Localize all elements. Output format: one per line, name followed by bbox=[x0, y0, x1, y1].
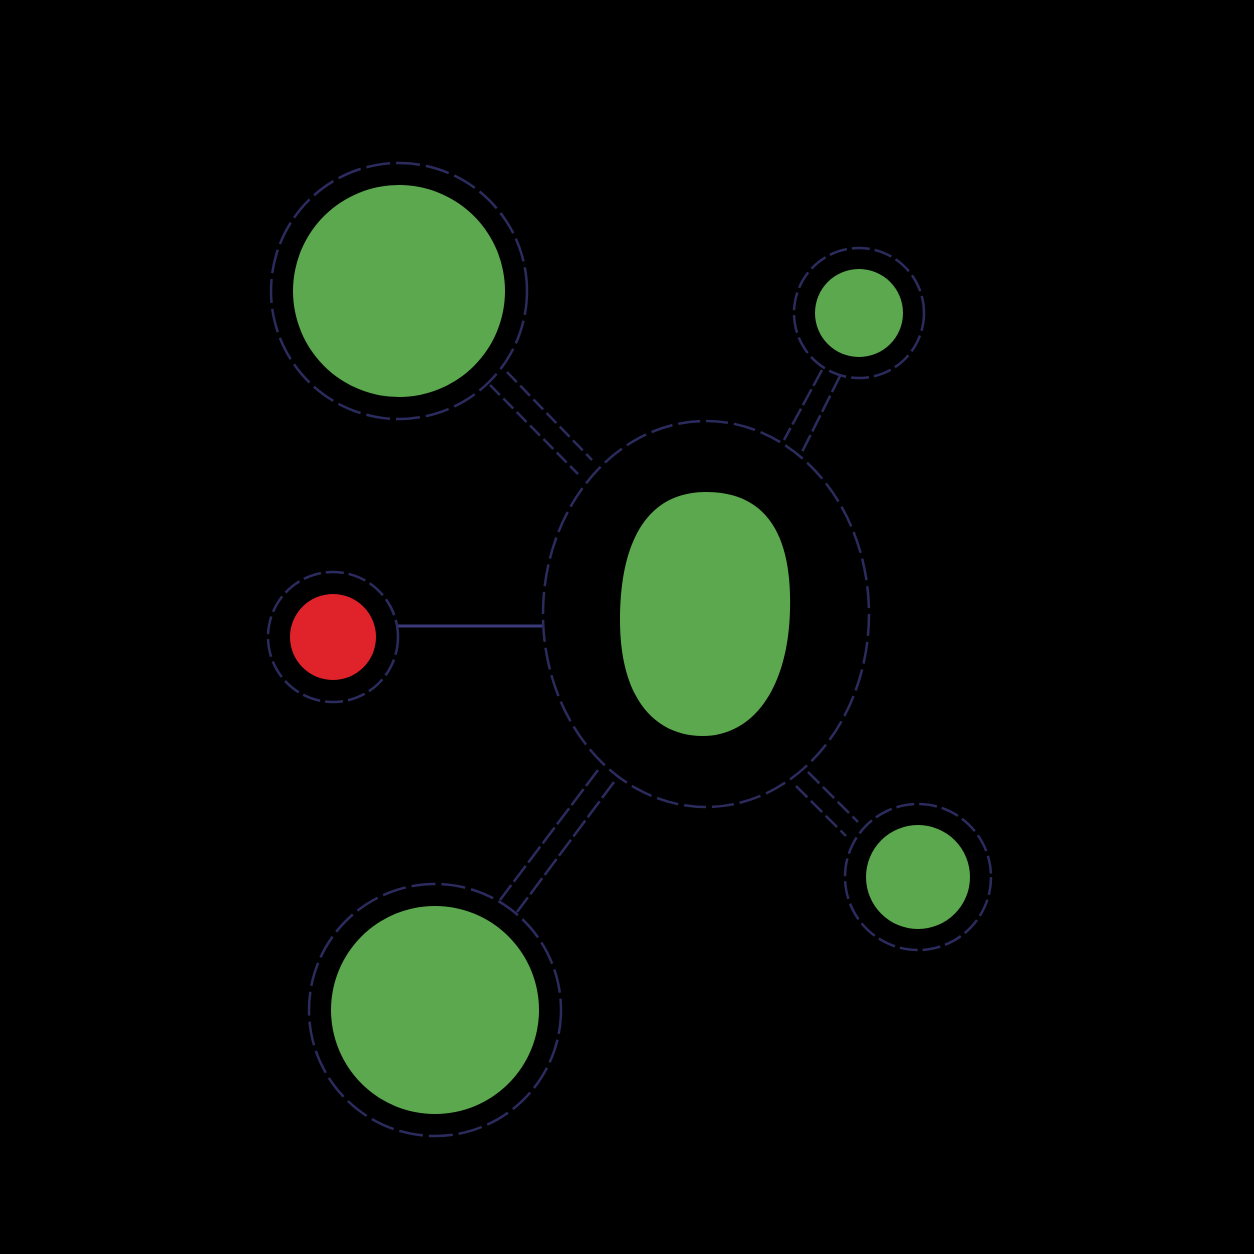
satellite-node-left bbox=[266, 570, 400, 704]
connectors bbox=[398, 369, 859, 913]
connector-top-right bbox=[782, 369, 842, 453]
connector-bottom-left bbox=[499, 769, 616, 913]
satellite-node-top-right bbox=[792, 246, 926, 380]
connector-bottom-right bbox=[795, 771, 859, 837]
center-node-fill bbox=[620, 492, 791, 736]
satellite-node-bottom-left bbox=[307, 882, 563, 1138]
center-node bbox=[541, 419, 871, 809]
connector-top-left bbox=[489, 371, 593, 475]
satellite-node-bottom-right bbox=[843, 802, 993, 952]
satellite-node-top-left bbox=[269, 161, 529, 421]
